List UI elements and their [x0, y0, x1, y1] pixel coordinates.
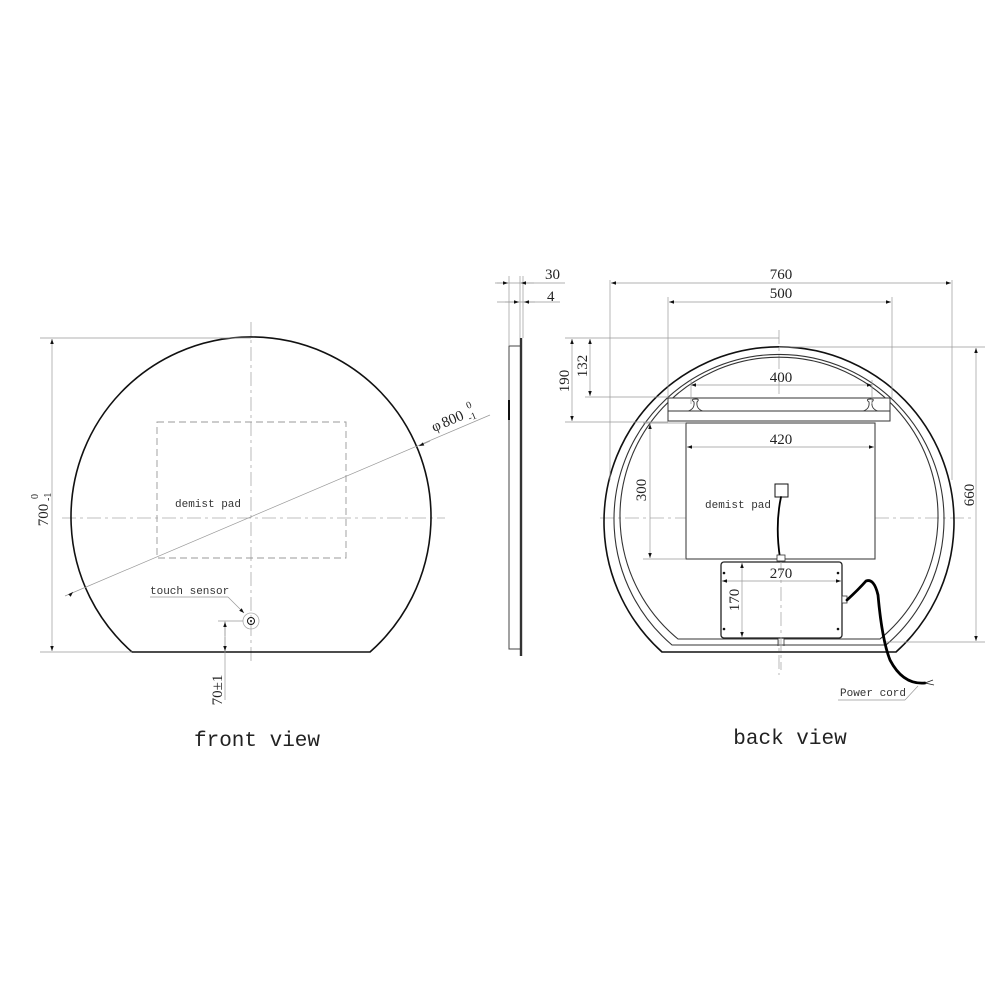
- svg-text:700: 700: [36, 504, 52, 527]
- touch-sensor-label: touch sensor: [150, 586, 229, 598]
- svg-text:70±1: 70±1: [210, 675, 226, 706]
- touch-sensor-icon: [247, 617, 255, 625]
- driver-height-label: 170: [727, 589, 743, 612]
- height-dimension-label: 700 0 -1: [30, 493, 54, 527]
- inner-width-label: 500: [770, 286, 793, 302]
- driver-width-label: 270: [770, 566, 793, 582]
- svg-text:0: 0: [30, 494, 41, 499]
- front-view: demist pad 700 0 -1 φ 800 0 -1 touch sen…: [30, 322, 491, 753]
- mirror-outline: [70, 336, 432, 653]
- svg-text:800: 800: [439, 408, 466, 432]
- top-offset-190-label: 190: [557, 370, 573, 393]
- bracket-width-label: 400: [770, 370, 793, 386]
- bracket-hook-icon: [862, 398, 879, 412]
- side-view: 30 4: [495, 267, 565, 656]
- power-cord-label: Power cord: [840, 688, 906, 700]
- demist-pad-label: demist pad: [175, 499, 241, 511]
- demist-pad-outline: [156, 421, 347, 559]
- bracket-hook-icon: [687, 398, 704, 412]
- led-bracket: [667, 397, 891, 422]
- frame-ring-inner: [619, 356, 939, 640]
- svg-text:-1: -1: [466, 411, 478, 424]
- glass-thickness-label: 4: [547, 289, 555, 305]
- pad-wire: [776, 496, 782, 559]
- pad-connector: [774, 483, 789, 498]
- diameter-label: φ 800 0 -1: [429, 400, 478, 436]
- svg-text:-1: -1: [43, 493, 54, 501]
- frame-ring-outer: [613, 353, 945, 646]
- diameter-leader: [64, 414, 491, 597]
- back-view: demist pad Power cord 760 500 400: [557, 267, 985, 751]
- demist-pad-label: demist pad: [705, 500, 771, 512]
- sensor-offset-label: 70±1: [210, 675, 226, 706]
- mirror-side-profile: [508, 345, 522, 650]
- back-view-title: back view: [733, 728, 847, 751]
- front-view-title: front view: [194, 730, 320, 753]
- svg-text:0: 0: [465, 400, 474, 412]
- pad-height-label: 300: [634, 479, 650, 502]
- inner-height-label: 660: [962, 484, 978, 507]
- top-offset-132-label: 132: [575, 355, 591, 378]
- thickness-label: 30: [545, 267, 560, 283]
- power-cord: [845, 579, 927, 685]
- outer-width-label: 760: [770, 267, 793, 283]
- pad-width-label: 420: [770, 432, 793, 448]
